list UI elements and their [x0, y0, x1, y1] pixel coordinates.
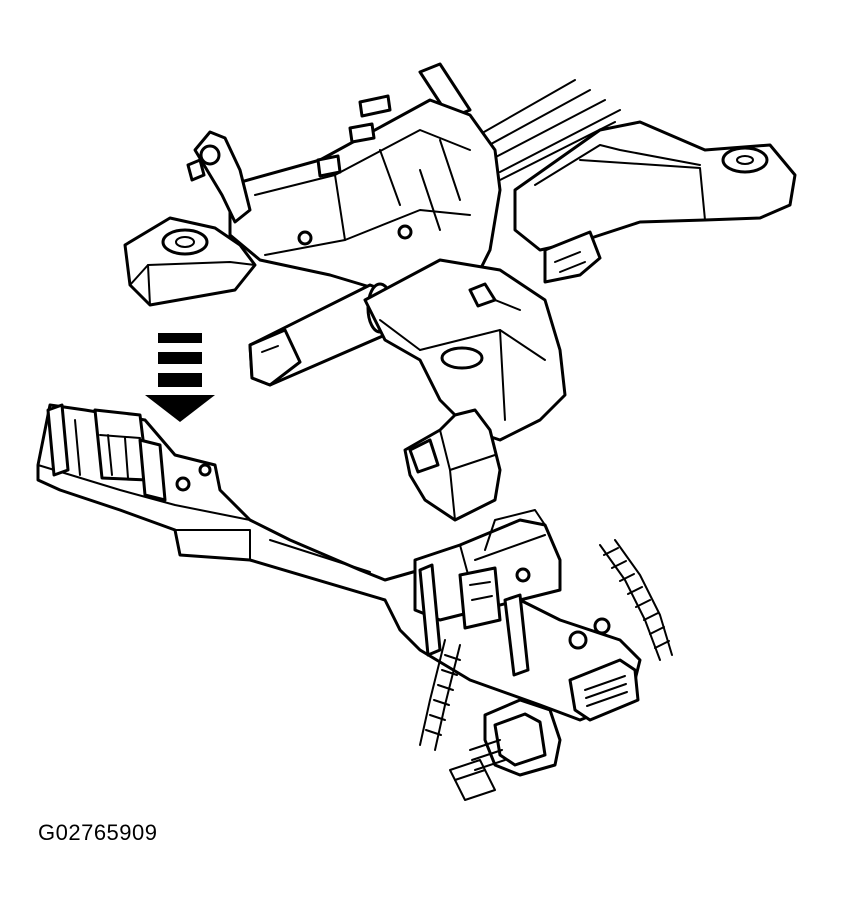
lock-housing [363, 258, 567, 442]
wiring-harness-bracket [36, 403, 673, 801]
down-arrow-icon [145, 333, 215, 422]
harness-conduit-lower [419, 639, 496, 801]
left-mount-lug [186, 130, 252, 224]
multi-pin-connector [568, 658, 640, 722]
column-rails [418, 62, 621, 181]
left-connector-block [46, 403, 212, 502]
left-bracket-pad [123, 216, 257, 307]
right-support-bracket [513, 120, 797, 284]
figure-id-label: G02765909 [38, 820, 158, 845]
central-connector-module [413, 509, 611, 677]
steering-column-assembly [123, 62, 797, 522]
harness-conduit-right [599, 539, 673, 661]
lower-clip [403, 408, 502, 522]
plug-connector [469, 698, 562, 777]
